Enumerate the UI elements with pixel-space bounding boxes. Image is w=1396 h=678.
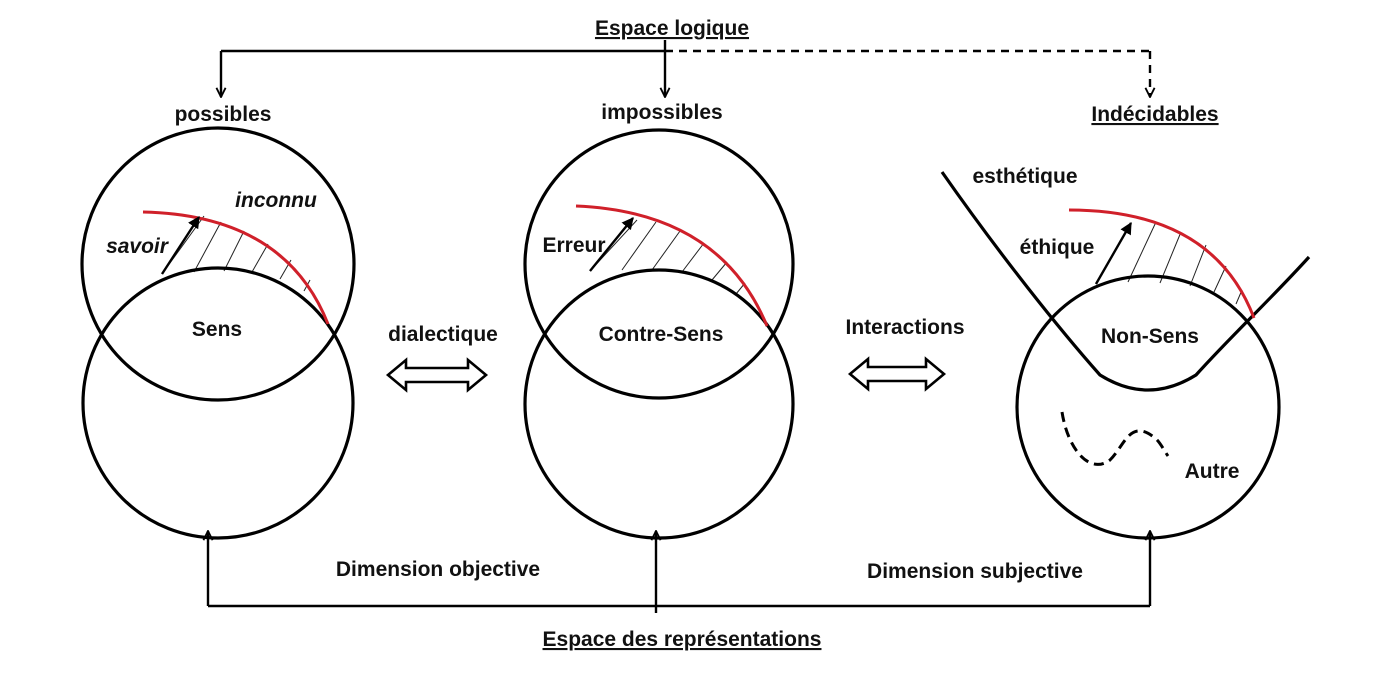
indecidables-ethics-arrow [1094, 221, 1133, 285]
heading-espace-representations: Espace des représentations [543, 628, 822, 651]
label-contre-sens: Contre-Sens [599, 323, 724, 346]
label-inconnu: inconnu [235, 189, 317, 212]
label-esthetique: esthétique [972, 165, 1077, 188]
double-arrow-interactions [847, 356, 947, 392]
impossibles-red-boundary [575, 204, 769, 327]
heading-indecidables: Indécidables [1091, 103, 1218, 126]
impossibles-upper-circle [523, 128, 795, 400]
impossibles-lower-circle [523, 268, 795, 540]
impossibles-diagram: Erreur Contre-Sens [523, 128, 795, 540]
label-sens: Sens [192, 318, 242, 341]
label-non-sens: Non-Sens [1101, 325, 1199, 348]
double-arrow-dialectique [385, 357, 489, 393]
indecidables-circle [1015, 274, 1281, 540]
label-dialectique: dialectique [388, 323, 498, 346]
label-savoir: savoir [106, 235, 170, 258]
possibles-diagram: savoir inconnu Sens [80, 126, 356, 540]
autre-dashed-curve [1060, 411, 1170, 466]
heading-espace-logique: Espace logique [595, 17, 749, 40]
label-ethique: éthique [1020, 236, 1095, 259]
possibles-lower-circle [81, 266, 355, 540]
label-erreur: Erreur [542, 234, 605, 257]
heading-possibles: possibles [175, 103, 272, 126]
label-autre: Autre [1185, 460, 1240, 483]
indecidables-v-curve [940, 171, 1311, 392]
impossibles-error-arrow [589, 217, 634, 272]
possibles-red-boundary [142, 210, 330, 325]
label-dimension-objective: Dimension objective [336, 558, 540, 581]
possibles-upper-circle [80, 126, 356, 402]
possibles-knowledge-arrow [160, 215, 201, 275]
heading-impossibles: impossibles [601, 101, 722, 124]
label-interactions: Interactions [845, 316, 964, 339]
label-dimension-subjective: Dimension subjective [867, 560, 1083, 583]
indecidables-diagram: esthétique éthique Non-Sens Autre [940, 165, 1311, 540]
indecidables-red-boundary [1068, 208, 1256, 319]
possibles-hatching [161, 215, 311, 292]
